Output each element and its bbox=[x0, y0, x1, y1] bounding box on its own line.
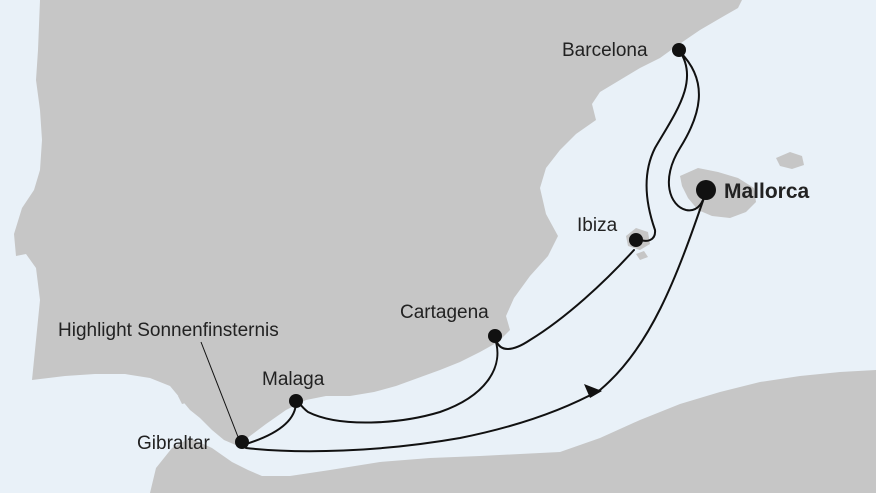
route-barcelona-mallorca bbox=[667, 51, 707, 212]
port-cartagena-marker[interactable] bbox=[488, 329, 502, 343]
direction-arrow bbox=[584, 384, 602, 398]
port-labels: Barcelona Mallorca Ibiza Cartagena Malag… bbox=[58, 40, 810, 454]
port-label-mallorca: Mallorca bbox=[724, 180, 810, 203]
land-alboran-coast bbox=[178, 392, 190, 404]
land-formentera bbox=[636, 251, 648, 260]
port-gibraltar-marker[interactable] bbox=[235, 435, 249, 449]
port-label-gibraltar: Gibraltar bbox=[137, 433, 211, 454]
land-north-africa bbox=[150, 370, 876, 493]
land-menorca bbox=[776, 152, 804, 169]
port-label-barcelona: Barcelona bbox=[562, 40, 648, 61]
port-mallorca-marker[interactable] bbox=[696, 180, 716, 200]
route-ibiza-cartagena bbox=[495, 249, 635, 350]
route-barcelona-ibiza bbox=[636, 49, 689, 242]
port-barcelona-marker[interactable] bbox=[672, 43, 686, 57]
port-label-cartagena: Cartagena bbox=[400, 302, 489, 323]
port-ibiza-marker[interactable] bbox=[629, 233, 643, 247]
annotation-leader-line bbox=[200, 341, 241, 443]
port-malaga-marker[interactable] bbox=[289, 394, 303, 408]
port-label-malaga: Malaga bbox=[262, 369, 325, 390]
annotation-label: Highlight Sonnenfinsternis bbox=[58, 320, 279, 341]
land-iberia bbox=[14, 0, 742, 446]
port-label-ibiza: Ibiza bbox=[577, 215, 618, 236]
route-lines bbox=[245, 49, 707, 453]
route-cartagena-gibraltar bbox=[295, 335, 499, 424]
port-markers bbox=[235, 43, 716, 449]
route-gibraltar-mallorca bbox=[245, 191, 707, 453]
